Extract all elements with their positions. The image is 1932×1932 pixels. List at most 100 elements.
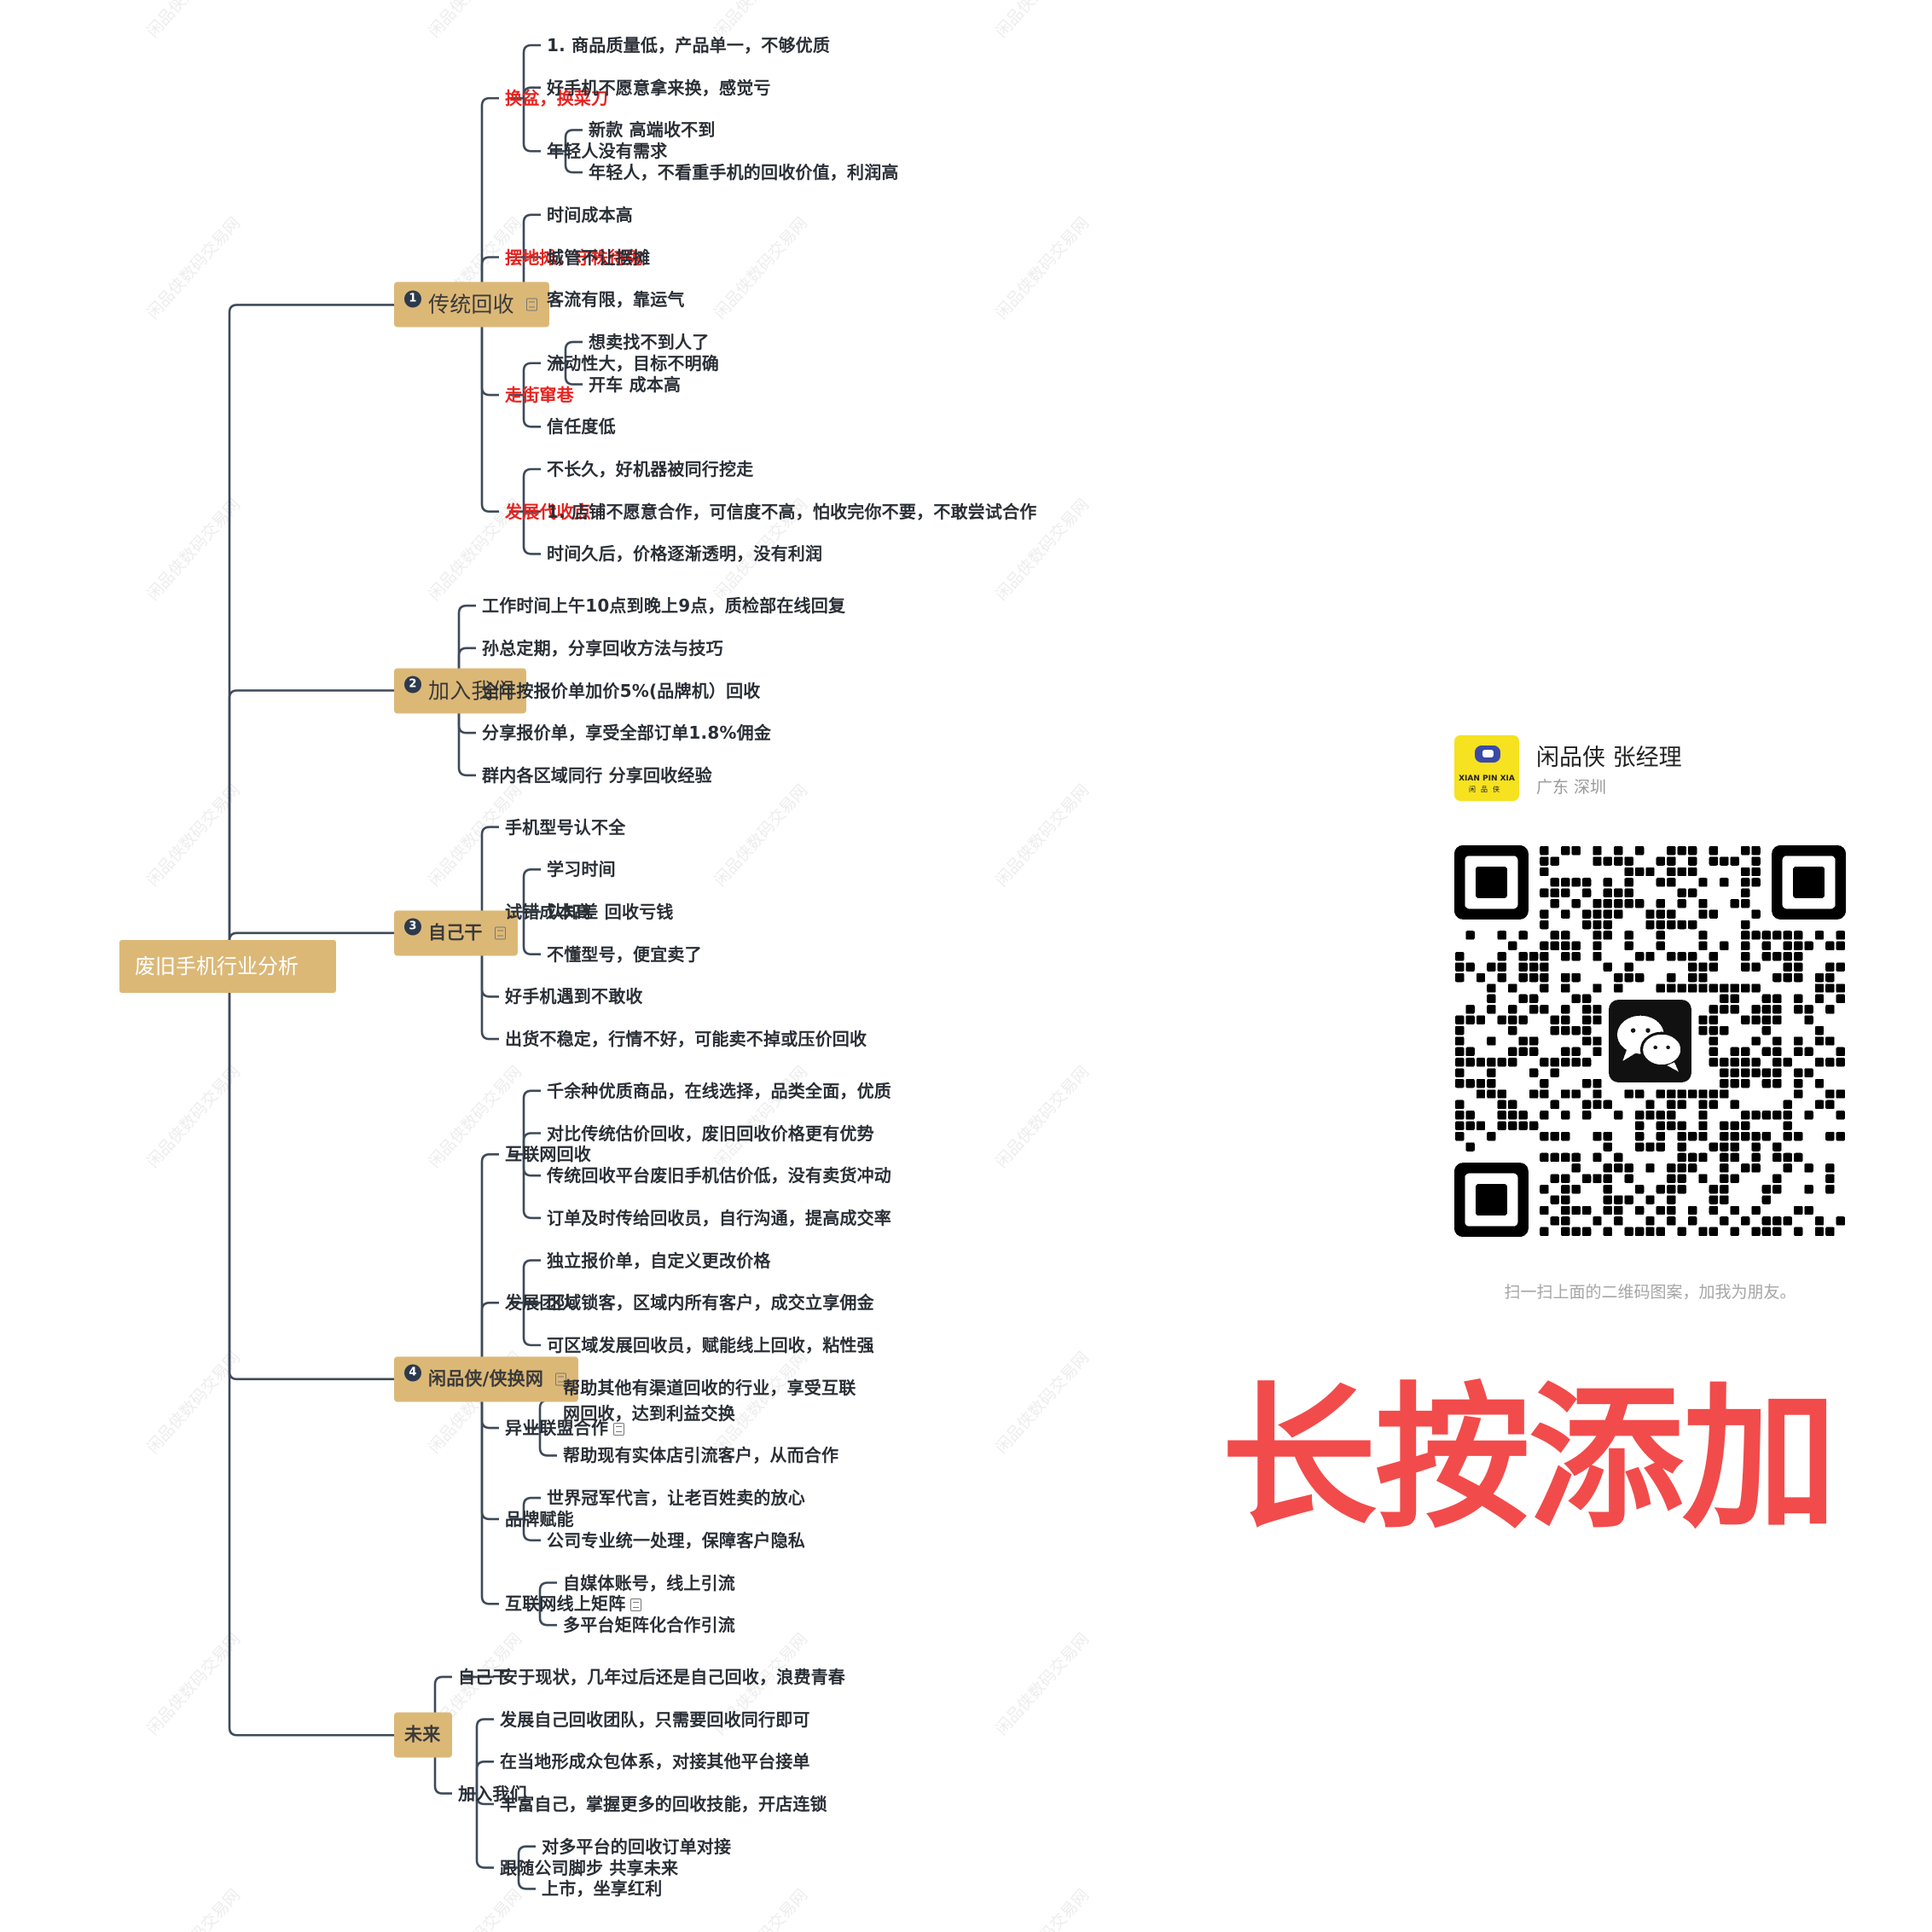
leaf-node[interactable]: 发展自己回收团队，只需要回收同行即可 [500,1707,810,1732]
leaf-node[interactable]: 1. 商品质量低，产品单一，不够优质 [547,32,830,58]
qr-module [1571,845,1581,856]
contact-location: 广东 深圳 [1536,778,1607,797]
leaf-node[interactable]: 群内各区域同行 分享回收经验 [482,763,712,788]
leaf-node[interactable]: 新款 高端收不到 [589,117,716,142]
qr-module [1698,941,1708,951]
note-icon[interactable] [555,1372,567,1386]
qr-module [1772,1058,1782,1067]
qr-module [1772,1068,1782,1077]
leaf-node[interactable]: 安于现状，几年过后还是自己回收，浪费青春 [501,1664,845,1690]
topic-node[interactable]: 试错成本高 [505,899,591,925]
leaf-node[interactable]: 信任度低 [547,414,616,439]
qr-module [1550,931,1560,940]
note-icon[interactable] [630,1598,642,1612]
qr-module [1593,856,1602,866]
leaf-node[interactable]: 年轻人，不看重手机的回收价值，利润高 [589,160,899,185]
leaf-node[interactable]: 丰富自己，掌握更多的回收技能，开店连锁 [500,1791,827,1817]
leaf-node[interactable]: 自媒体账号，线上引流 [563,1570,735,1596]
leaf-node[interactable]: 不懂型号，便宜卖了 [547,942,702,967]
leaf-node[interactable]: 帮助现有实体店引流客户，从而合作 [563,1442,838,1468]
topic-node[interactable]: 走街窜巷 [505,382,574,408]
qr-module [1772,1216,1782,1226]
topic-node[interactable]: 异业联盟合作 [505,1415,625,1441]
qr-module [1603,1227,1613,1237]
leaf-node[interactable]: 区域锁客，区域内所有客户，成交立享佣金 [547,1290,874,1315]
qr-module [1624,941,1633,951]
topic-node[interactable]: 互联网线上矩阵 [505,1591,642,1616]
leaf-node[interactable]: 分享报价单，享受全部订单1.8%佣金 [482,720,771,746]
leaf-node[interactable]: 认知差 回收亏钱 [547,899,674,925]
leaf-node[interactable]: 时间成本高 [547,202,633,228]
leaf-node[interactable]: 上市，坐享红利 [542,1876,662,1901]
leaf-node[interactable]: 不长久，好机器被同行挖走 [547,456,753,482]
leaf-node[interactable]: 城管不让摆摊 [547,245,650,270]
leaf-node[interactable]: 1. 店铺不愿意合作，可信度不高，怕收完你不要，不敢尝试合作 [547,499,1036,525]
qr-module [1751,1131,1761,1141]
long-press-add-text: 长按添加 [1221,1368,1837,1549]
leaf-node[interactable]: 开车 成本高 [589,372,681,397]
leaf-node[interactable]: 学习时间 [547,856,616,882]
leaf-node[interactable]: 好手机遇到不敢收 [505,983,643,1009]
root-node[interactable]: 废旧手机行业分析 [119,940,336,993]
leaf-node[interactable]: 对比传统估价回收，废旧回收价格更有优势 [547,1121,874,1146]
note-icon[interactable] [494,926,506,940]
topic-node[interactable]: 换盆，换菜刀 [505,85,608,111]
branch-label: 自己干 [428,922,483,943]
topic-node[interactable]: 发展代收点 [505,499,591,525]
qr-module [1730,1047,1739,1057]
leaf-node[interactable]: 孙总定期，分享回收方法与技巧 [482,635,723,661]
leaf-node[interactable]: 时间久后，价格逐渐透明，没有利润 [547,541,822,566]
note-icon[interactable] [525,298,537,311]
leaf-node[interactable]: 全年按报价单加价5%(品牌机）回收 [482,678,761,704]
qr-module [1454,962,1465,972]
leaf-node[interactable]: 独立报价单，自定义更改价格 [547,1248,771,1273]
qr-module [1814,1227,1825,1237]
qr-module [1677,920,1686,930]
qr-module [1783,1131,1792,1141]
leaf-node[interactable]: 对多平台的回收订单对接 [542,1834,731,1859]
leaf-node[interactable]: 千余种优质商品，在线选择，品类全面，优质 [547,1078,891,1104]
topic-node[interactable]: 品牌赋能 [505,1506,574,1532]
leaf-node[interactable]: 可区域发展回收员，赋能线上回收，粘性强 [547,1332,874,1358]
topic-node[interactable]: 跟随公司脚步 共享未来 [500,1855,678,1881]
topic-node[interactable]: 流动性大，目标不明确 [547,351,719,376]
qr-module [1593,1078,1602,1088]
leaf-node[interactable]: 公司专业统一处理，保障客户隐私 [547,1528,805,1553]
leaf-node[interactable]: 多平台矩阵化合作引流 [563,1612,735,1638]
leaf-node[interactable]: 传统回收平台废旧手机估价低，没有卖货冲动 [547,1163,891,1188]
qr-module [1836,1047,1846,1057]
qr-module [1667,1195,1676,1204]
leaf-node[interactable]: 工作时间上午10点到晚上9点，质检部在线回复 [482,593,845,618]
topic-label: 自己干 [458,1666,510,1687]
topic-node[interactable]: 加入我们 [458,1781,527,1807]
leaf-node[interactable]: 世界冠军代言，让老百姓卖的放心 [547,1485,805,1511]
leaf-node[interactable]: 好手机不愿意拿来换，感觉亏 [547,75,771,101]
leaf-node[interactable]: 想卖找不到人了 [589,329,709,355]
qr-module [1634,1131,1645,1141]
leaf-node[interactable]: 客流有限，靠运气 [547,287,685,312]
leaf-node[interactable]: 帮助其他有渠道回收的行业，享受互联 网回收，达到利益交换 [563,1375,856,1426]
note-icon[interactable] [613,1423,625,1436]
qr-module [1751,1005,1761,1014]
qr-module [1814,1025,1825,1036]
qr-module [1720,878,1729,887]
topic-node[interactable]: 自己干 [458,1664,510,1690]
leaf-node[interactable]: 出货不稳定，行情不好，可能卖不掉或压价回收 [505,1026,867,1052]
qr-module [1667,909,1676,919]
leaf-node[interactable]: 订单及时传给回收员，自行沟通，提高成交率 [547,1205,891,1231]
topic-node[interactable]: 互联网回收 [505,1141,591,1167]
qr-module [1550,899,1560,908]
wechat-qr-code[interactable] [1454,845,1846,1237]
leaf-node[interactable]: 在当地形成众包体系，对接其他平台接单 [500,1749,810,1774]
leaf-node[interactable]: 手机型号认不全 [505,815,625,840]
topic-node[interactable]: 年轻人没有需求 [547,138,667,164]
qr-module [1667,1111,1676,1120]
qr-module [1465,1005,1475,1014]
topic-node[interactable]: 发展团队 [505,1290,574,1315]
topic-node[interactable]: 摆地摊，守株待兔 [505,245,643,270]
branch-node[interactable]: 未来 [394,1712,453,1758]
